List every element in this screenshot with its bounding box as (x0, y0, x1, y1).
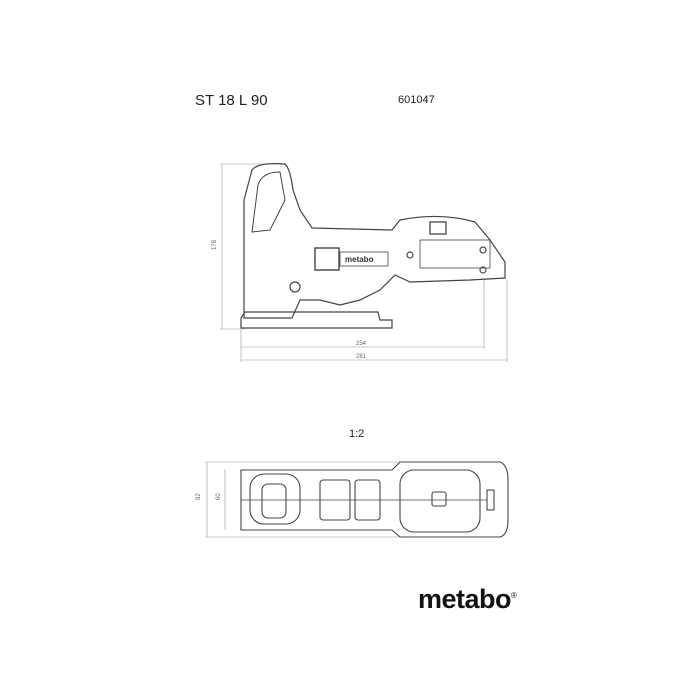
housing-logo: metabo (345, 255, 374, 264)
height-dimension: 178 (212, 239, 218, 250)
part-number: 601047 (398, 94, 435, 106)
model-name: ST 18 L 90 (195, 92, 268, 109)
width-dimension-60: 60 (216, 493, 222, 500)
length-dimension-lines (240, 280, 508, 362)
top-view (205, 461, 509, 538)
registered-mark: ® (511, 591, 517, 600)
length-dimension-254: 254 (356, 341, 367, 347)
width-dimension-82: 82 (196, 493, 202, 500)
brand-logo-text: metabo (418, 584, 512, 614)
side-view (220, 163, 506, 330)
length-dimension-281: 281 (356, 354, 367, 360)
scale-label: 1:2 (349, 428, 365, 440)
brand-logo: metabo® (418, 584, 517, 615)
